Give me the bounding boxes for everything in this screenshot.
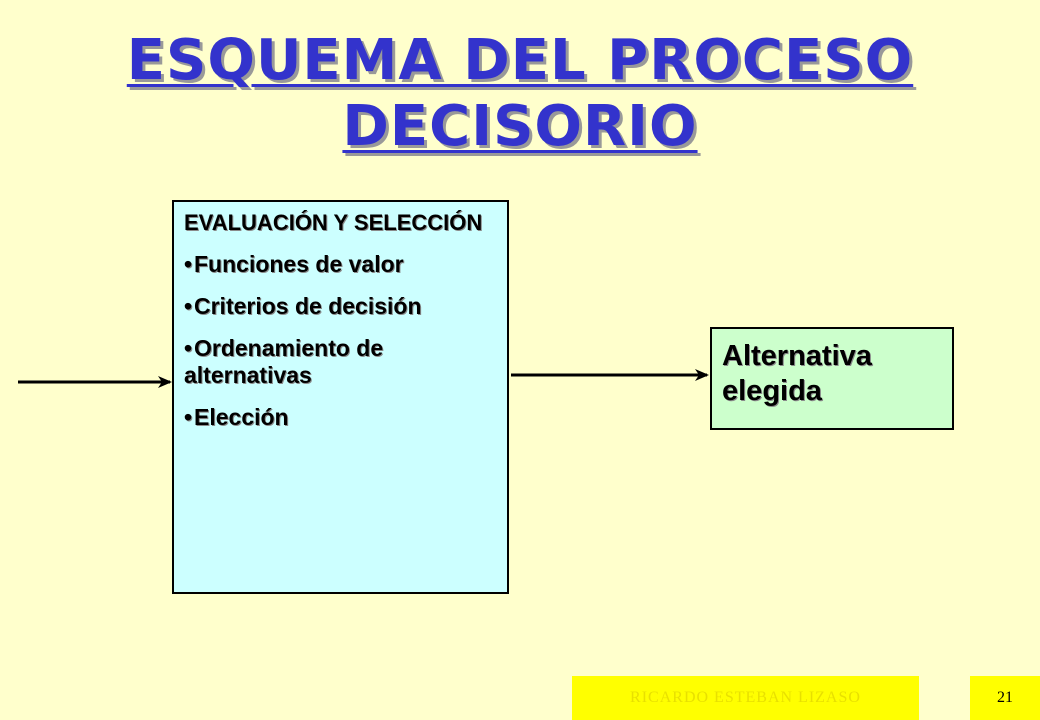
evaluation-selection-box: EVALUACIÓN Y SELECCIÓN •Funciones de val… — [172, 200, 509, 594]
list-item-label: Ordenamiento de alternativas — [184, 335, 384, 388]
list-item-label: Funciones de valor — [194, 251, 404, 277]
chosen-alternative-label: Alternativa elegida — [722, 340, 872, 407]
slide-title-line-2: DECISORIO — [342, 94, 698, 159]
list-item-alternative-ordering: •Ordenamiento de alternativas — [184, 335, 497, 389]
list-item-label: Elección — [194, 404, 289, 430]
bullet-icon: • — [184, 251, 193, 277]
list-item-value-functions: •Funciones de valor — [184, 251, 497, 278]
list-item-choice: •Elección — [184, 404, 497, 431]
footer-author: RICARDO ESTEBAN LIZASO — [572, 676, 919, 720]
slide-title-line-1: ESQUEMA DEL PROCESO — [126, 28, 914, 93]
footer-page-number: 21 — [970, 676, 1040, 720]
chosen-alternative-box: Alternativa elegida — [710, 327, 954, 430]
bullet-icon: • — [184, 293, 193, 319]
evaluation-heading: EVALUACIÓN Y SELECCIÓN — [184, 210, 483, 235]
bullet-icon: • — [184, 335, 193, 361]
bullet-icon: • — [184, 404, 193, 430]
slide-title: ESQUEMA DEL PROCESO DECISORIO — [0, 28, 1040, 160]
list-item-decision-criteria: •Criterios de decisión — [184, 293, 497, 320]
list-item-label: Criterios de decisión — [194, 293, 422, 319]
